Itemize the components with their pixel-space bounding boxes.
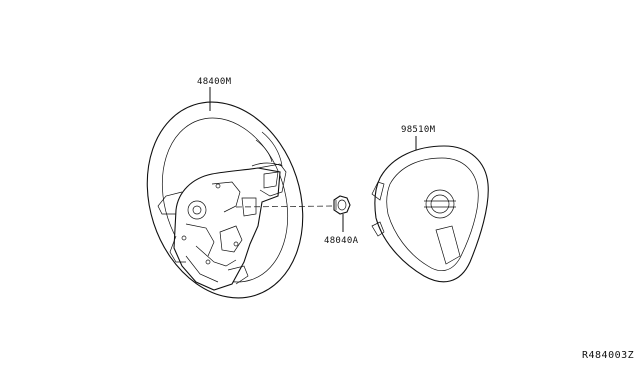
steering-wheel[interactable]	[123, 82, 327, 319]
nut[interactable]	[333, 195, 351, 215]
diagram-reference: R484003Z	[582, 350, 634, 361]
airbag-module[interactable]	[371, 145, 489, 283]
label-98510m: 98510M	[401, 125, 436, 135]
label-48040a: 48040A	[324, 236, 359, 246]
label-48400m: 48400M	[197, 77, 232, 87]
